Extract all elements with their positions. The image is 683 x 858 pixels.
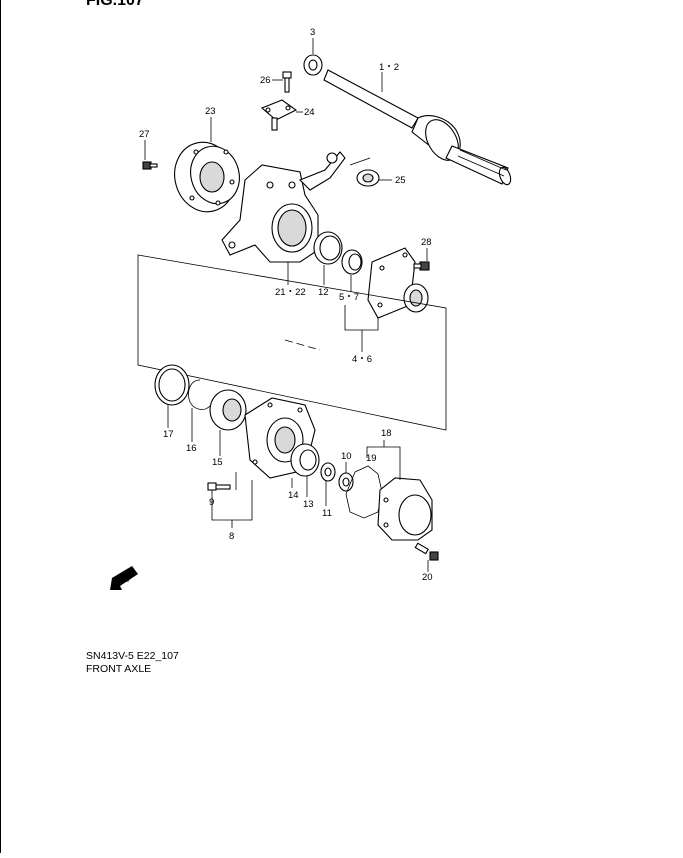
callout-3: 3 (310, 27, 315, 38)
callout-4-6: 4・6 (352, 354, 372, 365)
ring-13 (290, 443, 320, 477)
bolt-26 (282, 71, 292, 93)
seal-12 (313, 231, 343, 265)
callout-28: 28 (421, 237, 432, 248)
figure-title: FIG.107 (86, 0, 144, 9)
gasket-19 (345, 465, 383, 519)
callout-10: 10 (341, 451, 352, 462)
steering-knuckle (221, 151, 346, 263)
stud-9 (207, 482, 231, 491)
bracket-24 (260, 99, 298, 131)
flange-23 (174, 141, 240, 213)
bearing-15 (209, 389, 247, 431)
callout-8: 8 (229, 531, 234, 542)
caption-name: FRONT AXLE (86, 663, 151, 675)
callout-11: 11 (322, 508, 332, 519)
bushing-5-7 (341, 249, 363, 275)
snap-ring-16 (188, 379, 211, 410)
callout-27: 27 (139, 129, 150, 140)
callout-19: 19 (366, 453, 377, 464)
ring-17 (154, 364, 190, 406)
washer-3 (303, 54, 323, 76)
callout-24: 24 (304, 107, 315, 118)
callout-1-2: 1・2 (379, 62, 399, 73)
hub-cap-18 (377, 477, 433, 541)
callout-23: 23 (205, 106, 216, 117)
callout-17: 17 (163, 429, 174, 440)
callout-21-22: 21・22 (275, 287, 306, 298)
bolt-27 (142, 161, 158, 170)
callout-16: 16 (186, 443, 197, 454)
callout-12: 12 (318, 287, 329, 298)
caption-code: SN413V-5 E22_107 (86, 650, 179, 662)
bolt-20 (414, 542, 439, 561)
callout-13: 13 (303, 499, 314, 510)
drive-shaft (323, 69, 512, 186)
callout-26: 26 (260, 75, 271, 86)
front-arrow-label: FWD (118, 578, 130, 584)
bearing-25 (356, 169, 380, 187)
front-direction-arrow-icon: FWD (110, 566, 138, 590)
callout-14: 14 (288, 490, 299, 501)
center-line (284, 339, 321, 351)
callout-15: 15 (212, 457, 223, 468)
bolt-28 (413, 261, 430, 271)
callout-20: 20 (422, 572, 433, 583)
washer-11 (320, 462, 336, 482)
callout-18: 18 (381, 428, 392, 439)
assembly-bracket-line (137, 254, 447, 431)
spindle-4-6 (367, 247, 429, 319)
callout-25: 25 (395, 175, 406, 186)
callout-5-7: 5・7 (339, 292, 359, 303)
